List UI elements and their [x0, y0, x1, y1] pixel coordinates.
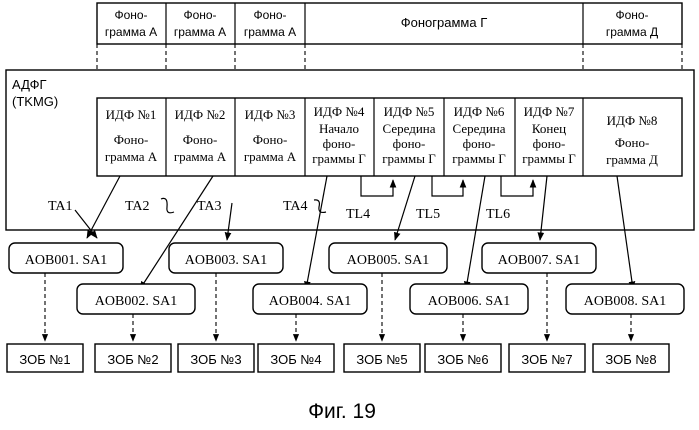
aob-label: AOB005. SA1 — [347, 253, 429, 268]
zob-boxes: ЗОБ №1 ЗОБ №2 ЗОБ №3 ЗОБ №4 ЗОБ №5 ЗОБ №… — [7, 344, 669, 372]
ta-label: TA1 — [48, 199, 73, 214]
figure-caption: Фиг. 19 — [308, 400, 376, 423]
idf-content: фоно- — [463, 136, 496, 151]
idf-content: фоно- — [533, 136, 566, 151]
idf-title: ИДФ №4 — [314, 104, 365, 119]
phonogram-label: грамма А — [244, 25, 296, 39]
zob-label: ЗОБ №1 — [19, 352, 70, 367]
idf-content: Середина — [383, 121, 436, 136]
phonogram-label: Фоно- — [114, 8, 147, 22]
zob-label: ЗОБ №6 — [437, 352, 488, 367]
phonogram-label: Фонограмма Г — [401, 15, 487, 30]
idf-title: ИДФ №7 — [524, 104, 575, 119]
phonogram-strip: Фоно- грамма А Фоно- грамма А Фоно- грам… — [97, 3, 682, 44]
zob-label: ЗОБ №3 — [190, 352, 241, 367]
idf-content: фоно- — [323, 136, 356, 151]
aob-label: AOB001. SA1 — [25, 253, 107, 268]
aob-label: AOB007. SA1 — [498, 253, 580, 268]
idf-title: ИДФ №3 — [245, 107, 296, 122]
phonogram-label: Фоно- — [253, 8, 286, 22]
idf-content: грамма Д — [606, 152, 658, 167]
zob-label: ЗОБ №4 — [270, 352, 321, 367]
zob-label: ЗОБ №7 — [521, 352, 572, 367]
idf-content: Фоно- — [253, 132, 288, 147]
aob-label: AOB004. SA1 — [269, 294, 351, 309]
container-label: АДФГ — [12, 77, 47, 92]
container-label: (TKMG) — [12, 94, 58, 109]
idf-title: ИДФ №6 — [454, 104, 505, 119]
idf-content: Фоно- — [183, 132, 218, 147]
zob-label: ЗОБ №8 — [605, 352, 656, 367]
tl-label: TL6 — [486, 207, 510, 222]
zob-label: ЗОБ №2 — [107, 352, 158, 367]
idf-content: Фоно- — [114, 132, 149, 147]
aob-label: AOB003. SA1 — [185, 253, 267, 268]
phonogram-label: грамма А — [174, 25, 226, 39]
idf-title: ИДФ №2 — [175, 107, 226, 122]
tl-label: TL4 — [346, 207, 370, 222]
idf-content: грамма А — [174, 149, 227, 164]
aob-label: AOB008. SA1 — [584, 294, 666, 309]
idf-content: граммы Г — [452, 151, 506, 166]
phonogram-label: Фоно- — [615, 8, 648, 22]
aob-label: AOB002. SA1 — [95, 294, 177, 309]
idf-content: фоно- — [393, 136, 426, 151]
ta-label: TA2 — [125, 199, 150, 214]
aob-label: AOB006. SA1 — [428, 294, 510, 309]
phonogram-label: грамма Д — [606, 25, 658, 39]
tl-label: TL5 — [416, 207, 440, 222]
idf-content: Начало — [319, 121, 359, 136]
idf-content: грамма А — [105, 149, 158, 164]
ta-label: TA4 — [283, 199, 308, 214]
ta-label: TA3 — [197, 199, 222, 214]
idf-title: ИДФ №8 — [607, 113, 658, 128]
idf-content: грамма А — [244, 149, 297, 164]
phonogram-label: Фоно- — [183, 8, 216, 22]
zob-label: ЗОБ №5 — [356, 352, 407, 367]
idf-title: ИДФ №1 — [106, 107, 157, 122]
phonogram-label: грамма А — [105, 25, 157, 39]
idf-content: Конец — [532, 121, 566, 136]
idf-content: граммы Г — [312, 151, 366, 166]
idf-boxes: ИДФ №1 Фоно- грамма А ИДФ №2 Фоно- грамм… — [97, 98, 682, 176]
idf-content: Середина — [453, 121, 506, 136]
idf-content: Фоно- — [615, 135, 650, 150]
idf-title: ИДФ №5 — [384, 104, 435, 119]
idf-content: граммы Г — [382, 151, 436, 166]
idf-content: граммы Г — [522, 151, 576, 166]
aob-boxes: AOB001. SA1 AOB002. SA1 AOB003. SA1 AOB0… — [9, 243, 684, 314]
